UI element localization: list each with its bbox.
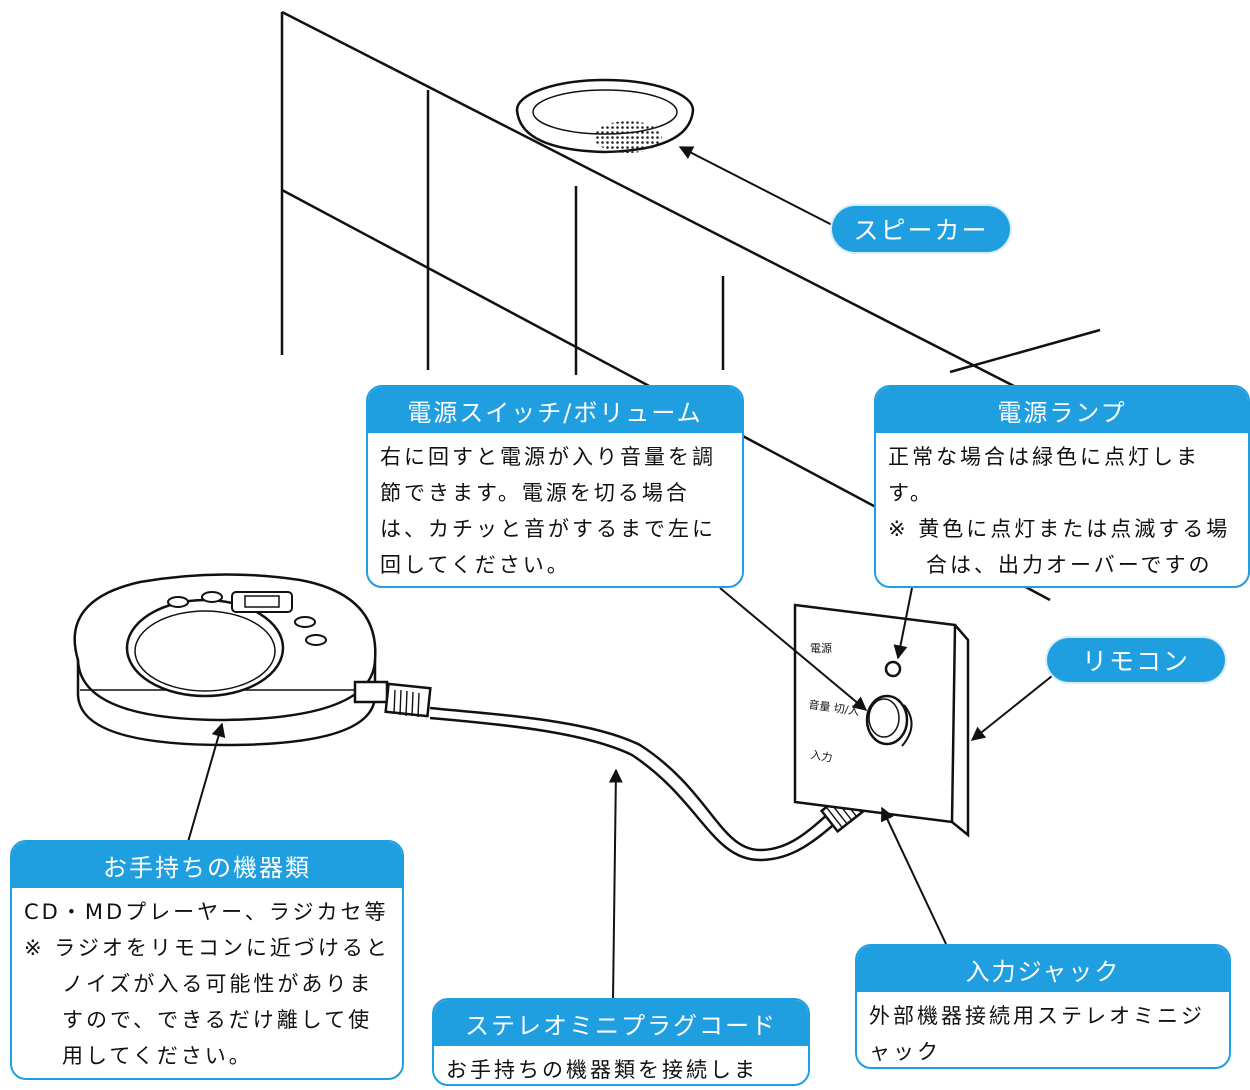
plug-cord-title: ステレオミニプラグコード [434,1000,808,1046]
power-lamp-text: 正常な場合は緑色に点灯します。 [888,445,1200,505]
power-lamp-title: 電源ランプ [876,387,1248,433]
remote-label: リモコン [1047,638,1225,682]
power-volume-title: 電源スイッチ/ボリューム [368,387,742,433]
power-lamp-callout: 電源ランプ 正常な場合は緑色に点灯します。 ※ 黄色に点灯または点滅する場合は、… [874,385,1250,588]
power-volume-text: 右に回すと電源が入り音量を調節できます。電源を切る場合は、カチッと音がするまで左… [380,445,716,577]
plug-cord-text: お手持ちの機器類を接続します。 [446,1058,758,1082]
devices-title: お手持ちの機器類 [12,842,402,888]
remote-panel-graphic [793,603,970,838]
arrow-power-lamp [893,587,913,660]
arrow-devices [187,722,226,843]
power-lamp-note: ※ 黄色に点灯または点滅する場合は、出力オーバーですので音量を下げてください。 [888,517,1231,577]
arrow-speaker [678,146,839,229]
devices-text: CD・MDプレーヤー、ラジカセ等 [24,900,389,924]
input-jack-callout: 入力ジャック 外部機器接続用ステレオミニジャック [855,944,1231,1069]
input-jack-text: 外部機器接続用ステレオミニジャック [869,1004,1205,1064]
speaker-label: スピーカー [832,206,1010,252]
arrow-remote [970,675,1053,741]
speaker-label-text: スピーカー [853,216,989,245]
panel-label-input: 入力 [809,748,833,765]
cd-player-graphic [73,573,377,747]
arrow-plug-cord [608,768,623,1001]
arrow-input-jack [881,806,947,945]
input-jack-title: 入力ジャック [857,946,1229,992]
arrow-power-volume [719,587,868,711]
plug-cord-callout: ステレオミニプラグコード お手持ちの機器類を接続します。 [432,998,810,1086]
power-volume-callout: 電源スイッチ/ボリューム 右に回すと電源が入り音量を調節できます。電源を切る場合… [366,385,744,588]
devices-note: ※ ラジオをリモコンに近づけるとノイズが入る可能性がありますので、できるだけ離し… [24,936,390,1068]
speaker-graphic [515,78,695,154]
remote-label-text: リモコン [1081,647,1190,676]
panel-label-power: 電源 [810,641,832,655]
leader-arrows [187,146,1053,1001]
devices-callout: お手持ちの機器類 CD・MDプレーヤー、ラジカセ等 ※ ラジオをリモコンに近づけ… [10,840,404,1080]
